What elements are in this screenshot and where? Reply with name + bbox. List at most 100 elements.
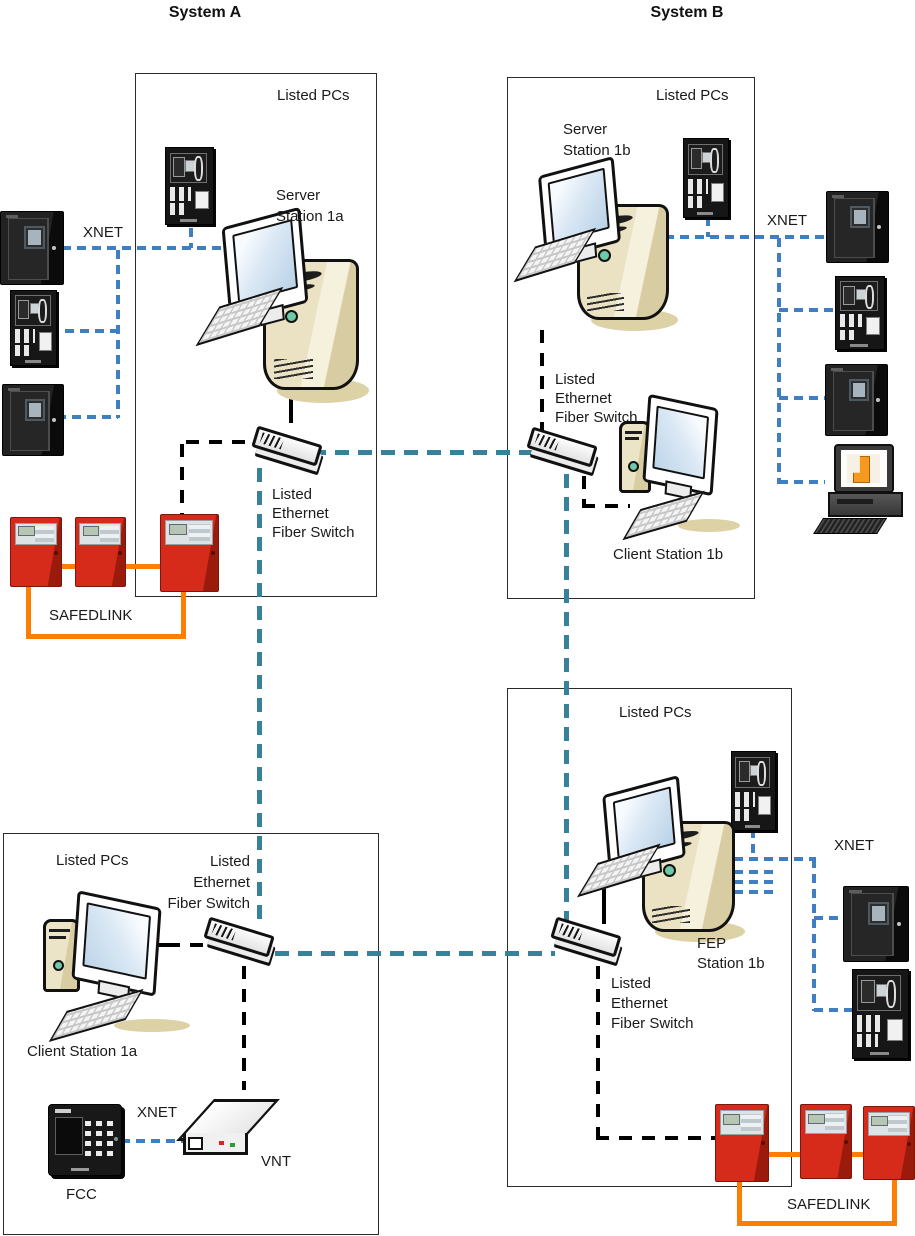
handset-icon (37, 299, 47, 324)
panel-tag (850, 343, 868, 347)
fire-alarm-panel-icon (0, 211, 64, 285)
keyboard (812, 517, 888, 534)
switch-body (203, 916, 276, 958)
panel-tag (744, 824, 761, 828)
panel-buttons (687, 178, 708, 194)
vnt-port (187, 1137, 203, 1151)
xnet-label-a: XNET (83, 224, 124, 241)
panel-controls (79, 522, 122, 546)
panel-buttons (857, 1034, 879, 1048)
system-b-listed-pcs-boundary (507, 77, 755, 599)
switch-body (251, 425, 324, 467)
xnet-line-a-riser (116, 250, 120, 418)
panel-gauges (861, 980, 875, 1003)
xnet-line-d-spur2 (814, 1008, 852, 1012)
label-line: Ethernet (272, 505, 329, 522)
line-switchB-client1b-h (582, 504, 630, 508)
device-tag (54, 1108, 71, 1113)
panel-lcd (82, 526, 100, 537)
panel-lcd (807, 1113, 825, 1125)
handset-icon (886, 979, 897, 1008)
listed-pcs-label-c: Listed PCs (56, 852, 129, 869)
panel-controls (804, 1110, 847, 1134)
drive-slot (624, 430, 642, 434)
panel-knob (877, 224, 882, 229)
label-line: Listed (555, 371, 596, 388)
led-red (219, 1140, 225, 1145)
drive-slot (624, 437, 639, 440)
safedlink-panel-icon (160, 514, 219, 592)
label-line: Ethernet (611, 995, 668, 1012)
label-line: Fiber Switch (167, 895, 250, 912)
panel-tag (24, 359, 41, 363)
client-station-1b-label: Client Station 1b (613, 546, 724, 563)
panel-knob (896, 921, 901, 926)
safedlink-line-a1 (60, 564, 76, 569)
xnet-line-b-panel-stub (706, 217, 710, 237)
panel-buttons (735, 791, 756, 807)
server-station-1b-icon (513, 156, 678, 333)
fire-comm-panel-icon (165, 147, 214, 225)
label-line: Fiber Switch (555, 409, 638, 426)
panel-card (711, 182, 725, 202)
vnt-label: VNT (261, 1153, 291, 1170)
panel-knob (52, 245, 57, 250)
panel-buttons (99, 525, 119, 542)
power-button (285, 309, 299, 323)
power-button (627, 461, 639, 473)
handset-icon (757, 760, 767, 786)
xnet-line-d-stub3 (734, 890, 774, 894)
ethernet-link-switchA-switchC (257, 468, 262, 922)
safedlink-panel-icon (715, 1104, 769, 1182)
panel-tag (180, 218, 197, 222)
line-towerB-switchB (540, 330, 544, 430)
fire-comm-panel-icon (683, 138, 729, 218)
label-line: Station 1b (563, 142, 631, 159)
panel-controls (719, 1110, 764, 1136)
computer-base (827, 491, 904, 518)
xnet-line-d-stub2 (734, 880, 774, 884)
screen (840, 450, 887, 487)
panel-card (887, 1019, 904, 1041)
safedlink-panel-icon (863, 1106, 915, 1180)
power-button (663, 863, 677, 877)
panel-tag (7, 387, 20, 391)
panel-buttons (687, 195, 705, 208)
tower-vents (651, 906, 691, 923)
xnet-line-d-panel-stub (751, 829, 755, 859)
label-line: Station 1a (276, 208, 344, 225)
led-green (229, 1142, 235, 1147)
tower-vents (586, 293, 625, 311)
label-line: Listed (272, 486, 313, 503)
shadow (677, 518, 740, 532)
panel-buttons (35, 525, 55, 542)
fire-alarm-panel-icon (826, 191, 889, 263)
shadow (114, 1018, 190, 1032)
system-b-title: System B (650, 4, 724, 21)
panel-buttons (169, 186, 192, 202)
switch-label-c: Listed Ethernet Fiber Switch (148, 851, 250, 914)
panel-head (169, 152, 208, 184)
panel-gauges (173, 157, 185, 177)
xnet-line-b-spur4 (779, 480, 825, 484)
server-station-1b-label: Server Station 1b (563, 119, 631, 161)
switch-ports (212, 923, 237, 941)
xnet-label-d: XNET (834, 837, 875, 854)
panel-head (735, 756, 771, 789)
drive-slot (49, 929, 70, 933)
label-line: Ethernet (555, 390, 612, 407)
label-line: Listed (209, 853, 250, 870)
panel-gauges (17, 299, 30, 320)
drive-slot (49, 935, 66, 939)
client-1a-listed-pcs-boundary (3, 833, 379, 1235)
xnet-line-a-spur2 (50, 329, 118, 333)
listed-pcs-label-d: Listed PCs (619, 704, 692, 721)
panel-buttons (14, 345, 32, 357)
panel-buttons (14, 328, 36, 343)
panel-buttons (735, 808, 752, 821)
safedlink-line-d1 (767, 1152, 801, 1157)
graphic-workstation-icon (812, 444, 915, 534)
switch-body (526, 426, 599, 468)
server-station-1a-icon (195, 206, 369, 405)
label-line: Ethernet (193, 874, 250, 891)
